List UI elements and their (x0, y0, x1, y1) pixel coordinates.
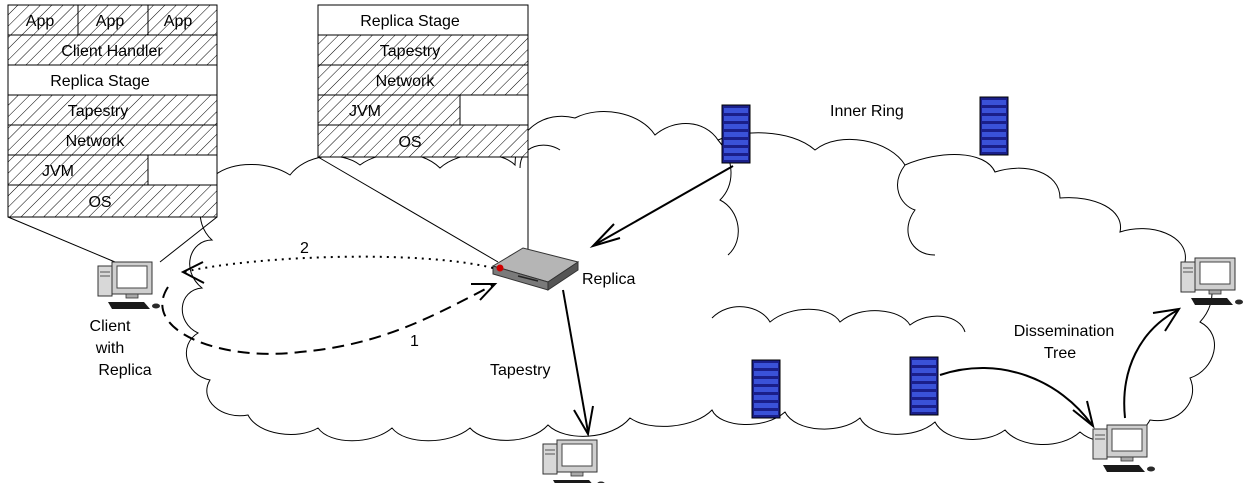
dissemination-arrow-up-head (1152, 307, 1182, 332)
replica-device (491, 247, 580, 291)
cloud-inner-divide-lower (711, 306, 966, 333)
client-label-line-2: with (95, 340, 124, 357)
cloud-inner-divide-right (897, 164, 936, 256)
replica-stage-label: Replica Stage (50, 73, 150, 90)
os-layer-2 (317, 124, 529, 158)
cloud-inner-divide-left (519, 144, 561, 169)
inner-ring-arrow-head (589, 223, 621, 249)
jvm-layer (7, 154, 149, 186)
replica-stage-label-2: Replica Stage (360, 13, 460, 30)
app-label-1: App (26, 13, 55, 30)
tapestry-arrow-label: Tapestry (490, 362, 550, 379)
os-label-2: OS (398, 134, 421, 151)
dissemination-arrow-down-head (1072, 400, 1095, 429)
step-2-dotted-path (182, 255, 494, 273)
step-1-label: 1 (410, 333, 419, 350)
tree-node-workstation (1092, 424, 1156, 473)
network-layer-2 (317, 64, 529, 96)
tapestry-label-2: Tapestry (380, 43, 440, 60)
step-2-arrow-head (180, 261, 205, 284)
inner-ring-to-replica-arrow (595, 165, 734, 245)
tapestry-arrow (562, 289, 589, 433)
jvm-label-2: JVM (349, 103, 381, 120)
step-1-dashed-path (161, 284, 494, 355)
left-stack-callout-left (7, 216, 116, 263)
dissemination-label-line-1: Dissemination (1014, 323, 1114, 340)
jvm-layer-2 (317, 94, 461, 126)
secondary-server-1 (751, 359, 781, 419)
client-handler-layer (7, 34, 218, 66)
tapestry-workstation (542, 439, 606, 483)
step-1-arrow-head (471, 283, 498, 301)
right-stack-callout-left (317, 156, 499, 263)
replica-label: Replica (582, 271, 635, 288)
left-protocol-stack: App App App Client Handler Replica Stage… (7, 4, 218, 218)
replica-stage-layer (7, 64, 218, 96)
network-layer (7, 124, 218, 156)
client-label-line-3: Replica (98, 362, 151, 379)
dissemination-label-line-2: Tree (1044, 345, 1076, 362)
app-label-3: App (164, 13, 193, 30)
client-label-line-1: Client (90, 318, 131, 335)
app-cell-3 (147, 4, 218, 36)
client-handler-label: Client Handler (61, 43, 163, 60)
right-protocol-stack: Replica Stage Tapestry Network JVM OS (317, 4, 529, 158)
dissemination-arrow-down (939, 367, 1093, 426)
os-label: OS (88, 194, 111, 211)
step-2-label: 2 (300, 240, 309, 257)
network-label: Network (66, 133, 126, 150)
app-cell-2 (77, 4, 149, 36)
network-label-2: Network (376, 73, 436, 90)
inner-ring-label: Inner Ring (830, 103, 904, 120)
jvm-label: JVM (42, 163, 74, 180)
tapestry-layer-2 (317, 34, 529, 66)
app-label-2: App (96, 13, 125, 30)
left-stack-callout-right (159, 216, 218, 263)
dissemination-arrow-up (1123, 309, 1179, 419)
network-cloud (181, 111, 1215, 445)
inner-ring-server-2 (979, 96, 1009, 156)
tapestry-label: Tapestry (68, 103, 128, 120)
secondary-server-2 (909, 356, 939, 416)
inner-ring-server-1 (721, 104, 751, 164)
os-layer (7, 184, 218, 218)
replica-stage-layer-2 (317, 4, 529, 36)
tapestry-layer (7, 94, 218, 126)
client-workstation (97, 261, 161, 310)
tapestry-arrow-head (573, 405, 594, 437)
